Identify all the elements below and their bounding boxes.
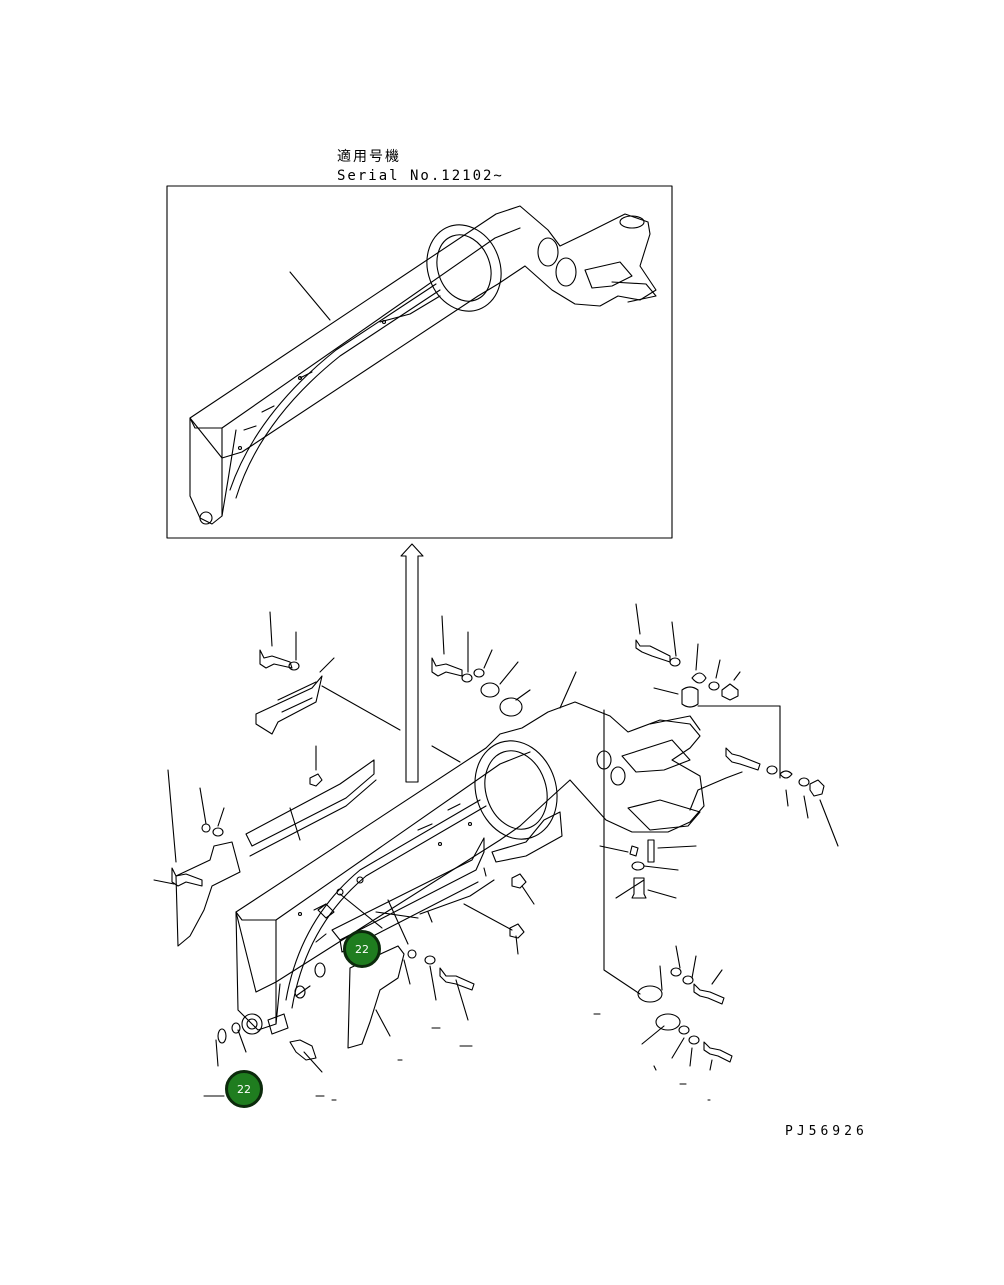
caption-serial-number: Serial No.12102~: [337, 168, 504, 184]
drawing-code: PJ56926: [785, 1124, 868, 1139]
serial-caption: 適用号機 Serial No.12102~: [337, 148, 504, 186]
inset-frame-assembly: [189, 205, 657, 525]
callout-number: 22: [355, 942, 369, 956]
bushing: [681, 686, 699, 708]
callout-badge-upper[interactable]: 22: [343, 930, 381, 968]
bracket-plate: [491, 811, 563, 863]
caption-applicable-models: 適用号機: [337, 149, 401, 165]
lower-fender-plate: [347, 945, 405, 1049]
reference-arrow: [400, 543, 424, 783]
grease-fitting: [289, 1039, 317, 1061]
inset-leader: [289, 271, 331, 321]
pin: [647, 839, 655, 863]
fasteners: [171, 639, 825, 1063]
left-fender-plate: [175, 841, 241, 947]
callout-number: 22: [237, 1082, 251, 1096]
cover-plates: [175, 675, 563, 1049]
main-frame-assembly: [235, 701, 705, 1035]
leader-lines: [153, 603, 839, 1101]
bolt: [259, 649, 293, 669]
detail-frame: [166, 185, 673, 539]
side-cover: [245, 759, 375, 847]
lower-skirt-plate: [331, 837, 485, 941]
callout-badge-lower[interactable]: 22: [225, 1070, 263, 1108]
upper-left-cover: [255, 675, 323, 735]
